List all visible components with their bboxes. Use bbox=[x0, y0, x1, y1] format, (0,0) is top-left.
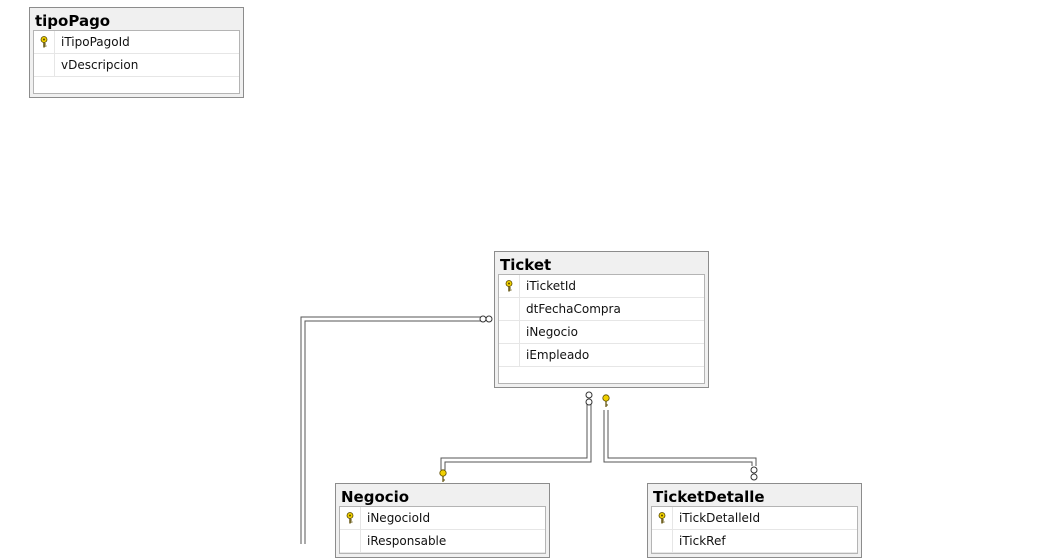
many-end-marker bbox=[585, 391, 593, 399]
column-name: iTicketId bbox=[526, 279, 576, 293]
key-icon bbox=[658, 512, 666, 524]
column-name: vDescripcion bbox=[61, 58, 139, 72]
column-row[interactable]: iTickRef bbox=[652, 530, 857, 553]
empty-row bbox=[499, 367, 704, 383]
column-row[interactable]: iNegocio bbox=[499, 321, 704, 344]
column-name: dtFechaCompra bbox=[526, 302, 621, 316]
relationship-ticket-negocio[interactable] bbox=[439, 391, 593, 482]
many-end-marker bbox=[479, 315, 487, 323]
column-name: iNegocio bbox=[526, 325, 578, 339]
column-list: iNegocioId iResponsable bbox=[339, 506, 546, 554]
table-ticket[interactable]: Ticket iTicketId dtFechaCompra iNegocio … bbox=[494, 251, 709, 388]
column-row[interactable]: vDescripcion bbox=[34, 54, 239, 77]
column-row[interactable]: iTickDetalleId bbox=[652, 507, 857, 530]
column-row[interactable]: iEmpleado bbox=[499, 344, 704, 367]
table-negocio[interactable]: Negocio iNegocioId iResponsable bbox=[335, 483, 550, 558]
column-list: iTickDetalleId iTickRef bbox=[651, 506, 858, 554]
key-icon bbox=[505, 280, 513, 292]
column-name: iEmpleado bbox=[526, 348, 590, 362]
column-row[interactable]: iResponsable bbox=[340, 530, 545, 553]
column-list: iTipoPagoId vDescripcion bbox=[33, 30, 240, 94]
key-icon bbox=[439, 469, 447, 482]
column-name: iResponsable bbox=[367, 534, 447, 548]
many-end-marker bbox=[485, 315, 493, 323]
column-row[interactable]: iNegocioId bbox=[340, 507, 545, 530]
relationship-ticket-offscreen[interactable] bbox=[300, 315, 493, 544]
table-tipopago[interactable]: tipoPago iTipoPagoId vDescripcion bbox=[29, 7, 244, 98]
table-title: Negocio bbox=[341, 488, 410, 506]
column-name: iTipoPagoId bbox=[61, 35, 130, 49]
column-row[interactable]: iTicketId bbox=[499, 275, 704, 298]
table-title: TicketDetalle bbox=[653, 488, 765, 506]
table-title: tipoPago bbox=[35, 12, 111, 30]
many-end-marker bbox=[750, 466, 758, 474]
many-end-marker bbox=[750, 473, 758, 481]
key-icon bbox=[602, 394, 610, 407]
many-end-marker bbox=[585, 398, 593, 406]
column-row[interactable]: dtFechaCompra bbox=[499, 298, 704, 321]
key-icon bbox=[346, 512, 354, 524]
table-ticketdetalle[interactable]: TicketDetalle iTickDetalleId iTickRef bbox=[647, 483, 862, 558]
column-list: iTicketId dtFechaCompra iNegocio iEmplea… bbox=[498, 274, 705, 384]
column-name: iNegocioId bbox=[367, 511, 431, 525]
column-name: iTickDetalleId bbox=[679, 511, 761, 525]
column-name: iTickRef bbox=[679, 534, 726, 548]
relationship-canvas bbox=[300, 315, 758, 544]
column-row[interactable]: iTipoPagoId bbox=[34, 31, 239, 54]
table-title: Ticket bbox=[500, 256, 552, 274]
key-icon bbox=[40, 36, 48, 48]
empty-row bbox=[34, 77, 239, 93]
relationship-ticketdetalle-ticket[interactable] bbox=[602, 394, 758, 481]
